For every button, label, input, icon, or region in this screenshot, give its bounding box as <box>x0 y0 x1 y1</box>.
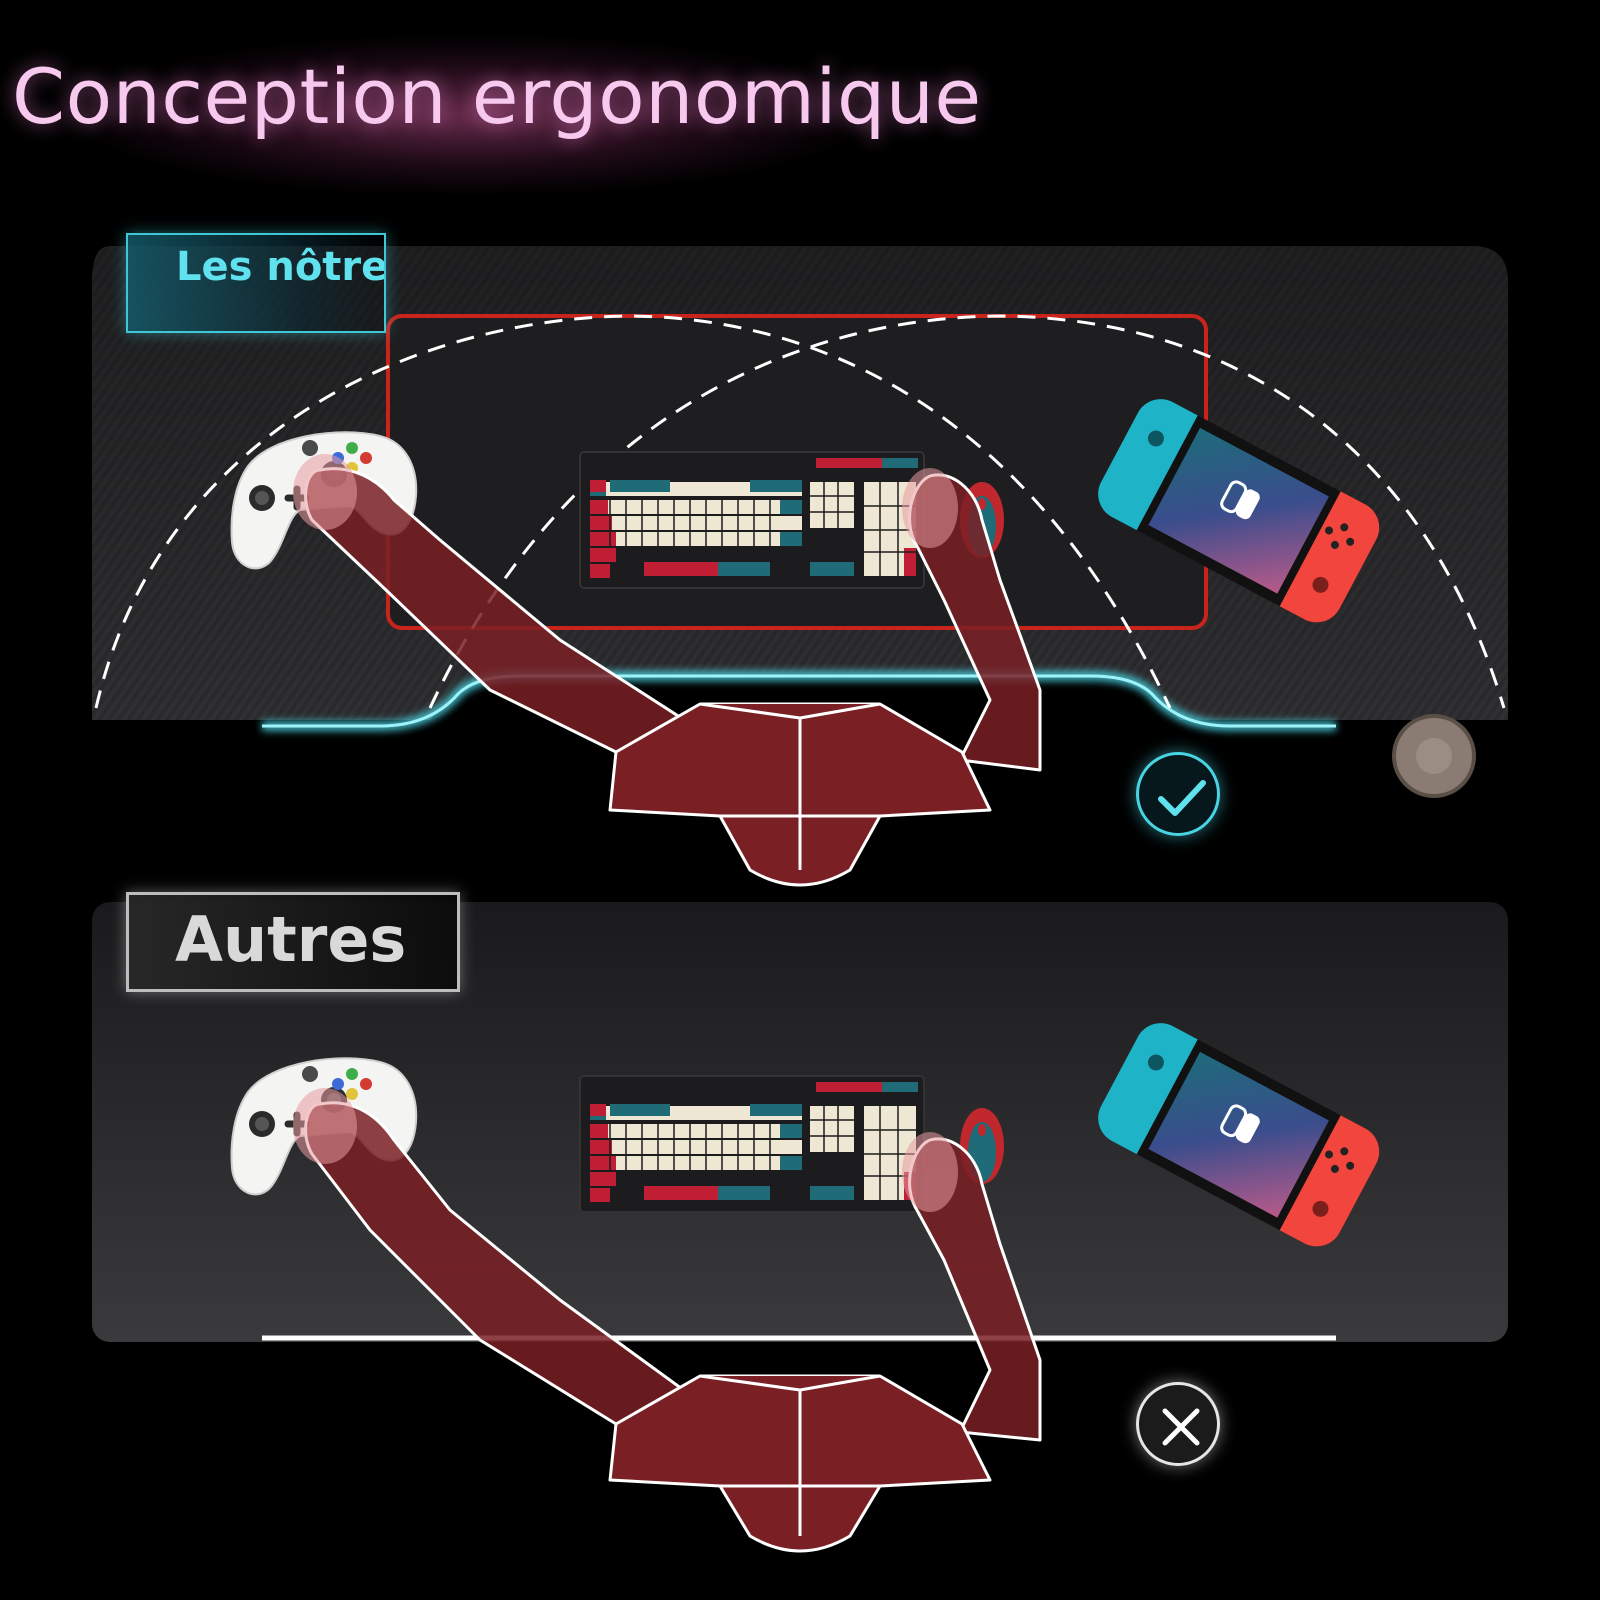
page-title: Conception ergonomique <box>12 52 982 141</box>
label-ours: Les nôtres <box>126 233 386 333</box>
x-mark-icon <box>1136 1382 1220 1466</box>
keyboard-others <box>579 1075 925 1213</box>
headline-glow <box>90 40 850 190</box>
highlight-hands-ours <box>293 454 958 548</box>
figure-ours <box>304 467 1042 887</box>
keyboard-ours <box>579 451 925 589</box>
label-others: Autres <box>126 892 460 992</box>
reach-arcs <box>94 314 1506 709</box>
checkmark-icon <box>1136 752 1220 836</box>
highlight-hands-others <box>293 1088 958 1212</box>
